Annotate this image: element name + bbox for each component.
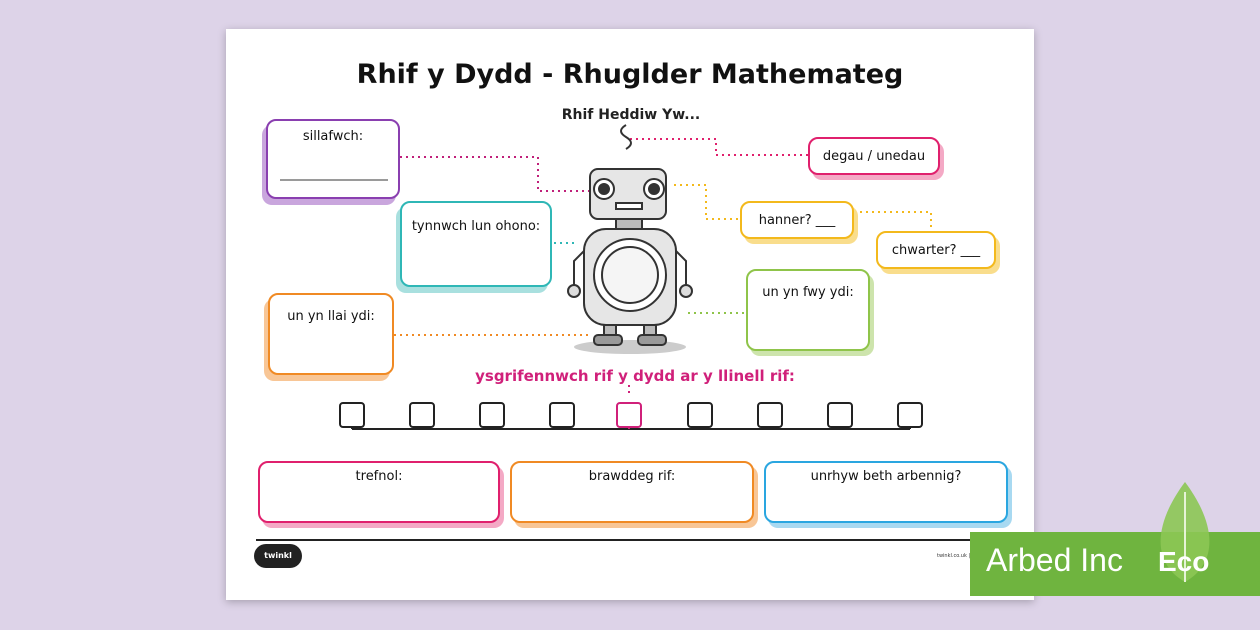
tynnwch-label: tynnwch lun ohono: — [411, 219, 541, 234]
number-line-box[interactable] — [757, 402, 783, 428]
number-line-instruction: ysgrifennwch rif y dydd ar y llinell rif… — [475, 367, 795, 385]
brawddeg-rif-box[interactable]: brawddeg rif: — [510, 461, 754, 523]
hanner-box[interactable]: hanner? ___ — [740, 201, 854, 239]
hanner-label: hanner? ___ — [758, 213, 836, 228]
worksheet-page: Rhif y Dydd - Rhuglder Mathemateg Rhif H… — [226, 29, 1034, 600]
unrhyw-beth-box[interactable]: unrhyw beth arbennig? — [764, 461, 1008, 523]
number-line-box-highlight[interactable] — [616, 402, 642, 428]
robot-illustration — [567, 124, 693, 354]
number-line-box[interactable] — [339, 402, 365, 428]
footer-rule — [256, 539, 1004, 541]
worksheet-title: Rhif y Dydd - Rhuglder Mathemateg — [356, 59, 904, 90]
arbed-eco-badge: Arbed Inc Eco — [970, 482, 1260, 596]
un-yn-fwy-label: un yn fwy ydi: — [762, 285, 854, 300]
answer-line — [280, 179, 388, 181]
un-yn-llai-box[interactable]: un yn llai ydi: — [268, 293, 394, 375]
tynnwch-lun-box[interactable]: tynnwch lun ohono: — [400, 201, 552, 287]
number-line-box[interactable] — [549, 402, 575, 428]
number-line-box[interactable] — [687, 402, 713, 428]
degau-unedau-box[interactable]: degau / unedau — [808, 137, 940, 175]
sillafwch-label: sillafwch: — [302, 129, 364, 144]
connectors-and-robot — [351, 124, 932, 430]
sillafwch-box[interactable]: sillafwch: — [266, 119, 400, 199]
trefnol-label: trefnol: — [355, 469, 403, 484]
un-yn-llai-label: un yn llai ydi: — [287, 309, 375, 324]
leaf-icon — [1160, 482, 1210, 582]
chwarter-label: chwarter? ___ — [891, 243, 981, 258]
trefnol-box[interactable]: trefnol: — [258, 461, 500, 523]
chwarter-box[interactable]: chwarter? ___ — [876, 231, 996, 269]
twinkl-logo: twinkl — [254, 544, 302, 568]
number-line-box[interactable] — [479, 402, 505, 428]
number-line-box[interactable] — [827, 402, 853, 428]
unrhyw-label: unrhyw beth arbennig? — [810, 469, 962, 484]
number-line-box[interactable] — [409, 402, 435, 428]
worksheet-subtitle: Rhif Heddiw Yw... — [561, 107, 701, 123]
brawddeg-label: brawddeg rif: — [588, 469, 676, 484]
degau-label: degau / unedau — [822, 149, 926, 164]
badge-label: Arbed Inc — [986, 542, 1123, 578]
number-line-box[interactable] — [897, 402, 923, 428]
badge-eco: Eco — [1158, 546, 1210, 577]
un-yn-fwy-box[interactable]: un yn fwy ydi: — [746, 269, 870, 351]
